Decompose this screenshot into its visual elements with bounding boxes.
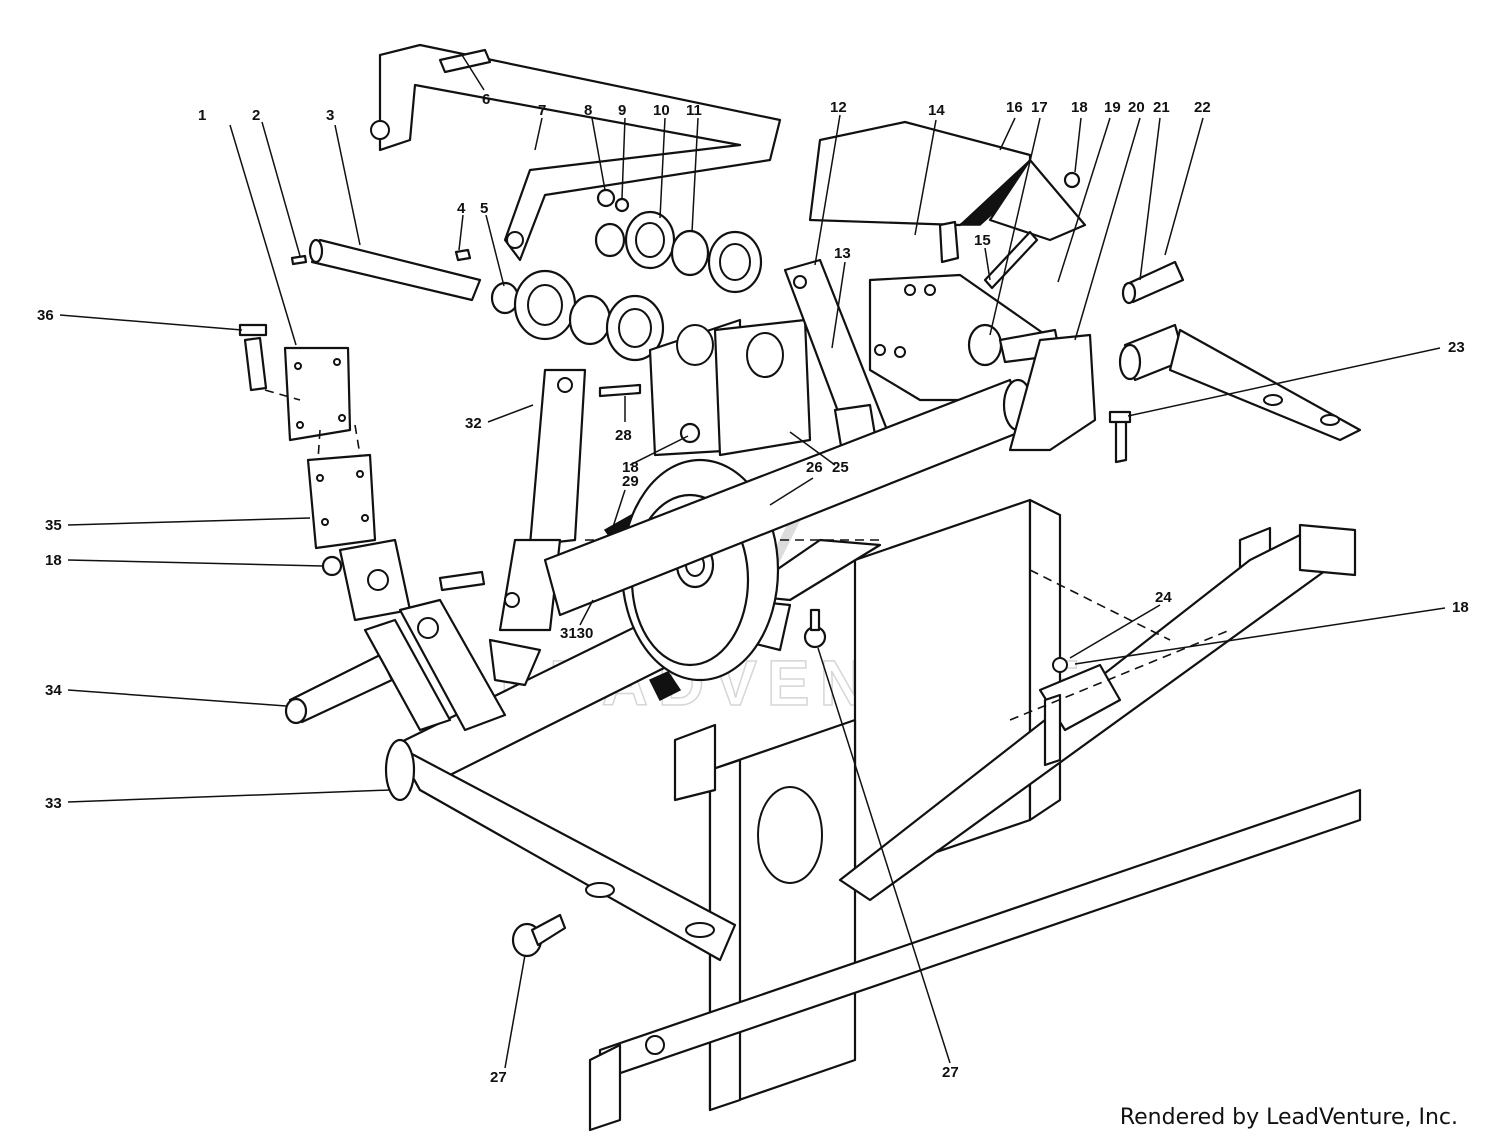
callout-6: 6: [482, 91, 490, 108]
callout-5: 5: [480, 200, 488, 217]
pivot-pin-assembly: [238, 323, 507, 732]
cross-tube-assembly: [543, 260, 1362, 617]
callout-34: 34: [45, 682, 62, 699]
carriage-bolts: [511, 608, 827, 958]
leader-lines: [59, 54, 1446, 1069]
callout-29: 29: [622, 473, 639, 490]
link-arms: [488, 368, 642, 687]
callout-18-center: 18: [622, 459, 639, 476]
callout-3: 3: [326, 107, 334, 124]
callout-12: 12: [830, 99, 847, 116]
callout-35: 35: [45, 517, 62, 534]
callout-21: 21: [1153, 99, 1170, 116]
callout-18-right: 18: [1452, 599, 1469, 616]
callout-17: 17: [1031, 99, 1048, 116]
callout-15: 15: [974, 232, 991, 249]
callout-11: 11: [686, 102, 702, 119]
callout-10: 10: [653, 102, 670, 119]
right-side-assembly: [783, 120, 1087, 472]
callout-14: 14: [928, 102, 945, 119]
callout-1: 1: [198, 107, 206, 124]
shaft-and-bearings: [290, 188, 763, 362]
callout-18-left: 18: [45, 552, 62, 569]
callout-8: 8: [584, 102, 592, 119]
callout-2: 2: [252, 107, 260, 124]
callout-16: 16: [1006, 99, 1023, 116]
callout-4: 4: [457, 200, 466, 217]
callout-19: 19: [1104, 99, 1121, 116]
callout-7: 7: [538, 102, 546, 119]
callout-22: 22: [1194, 99, 1211, 116]
callout-9: 9: [618, 102, 626, 119]
callout-28: 28: [615, 427, 632, 444]
callout-13: 13: [834, 245, 851, 262]
callout-20: 20: [1128, 99, 1145, 116]
main-frame: [585, 498, 1362, 1132]
callout-23: 23: [1448, 339, 1465, 356]
callout-numbers: 1 2 3 4 5 6 7 8 9 10 11 12 13 14 15 16 1…: [37, 91, 1469, 1086]
callout-25: 25: [832, 459, 849, 476]
callout-36: 36: [37, 307, 54, 324]
callout-26: 26: [806, 459, 823, 476]
callout-32: 32: [465, 415, 482, 432]
callout-33: 33: [45, 795, 62, 812]
callout-24: 24: [1155, 589, 1172, 606]
callout-27-left: 27: [490, 1069, 507, 1086]
upper-lift-arm: [370, 43, 782, 262]
callout-31-30: 3130: [560, 625, 593, 642]
rendered-by-credit: Rendered by LeadVenture, Inc.: [1119, 1105, 1458, 1130]
callout-27-right: 27: [942, 1064, 959, 1081]
callout-18-top: 18: [1071, 99, 1088, 116]
